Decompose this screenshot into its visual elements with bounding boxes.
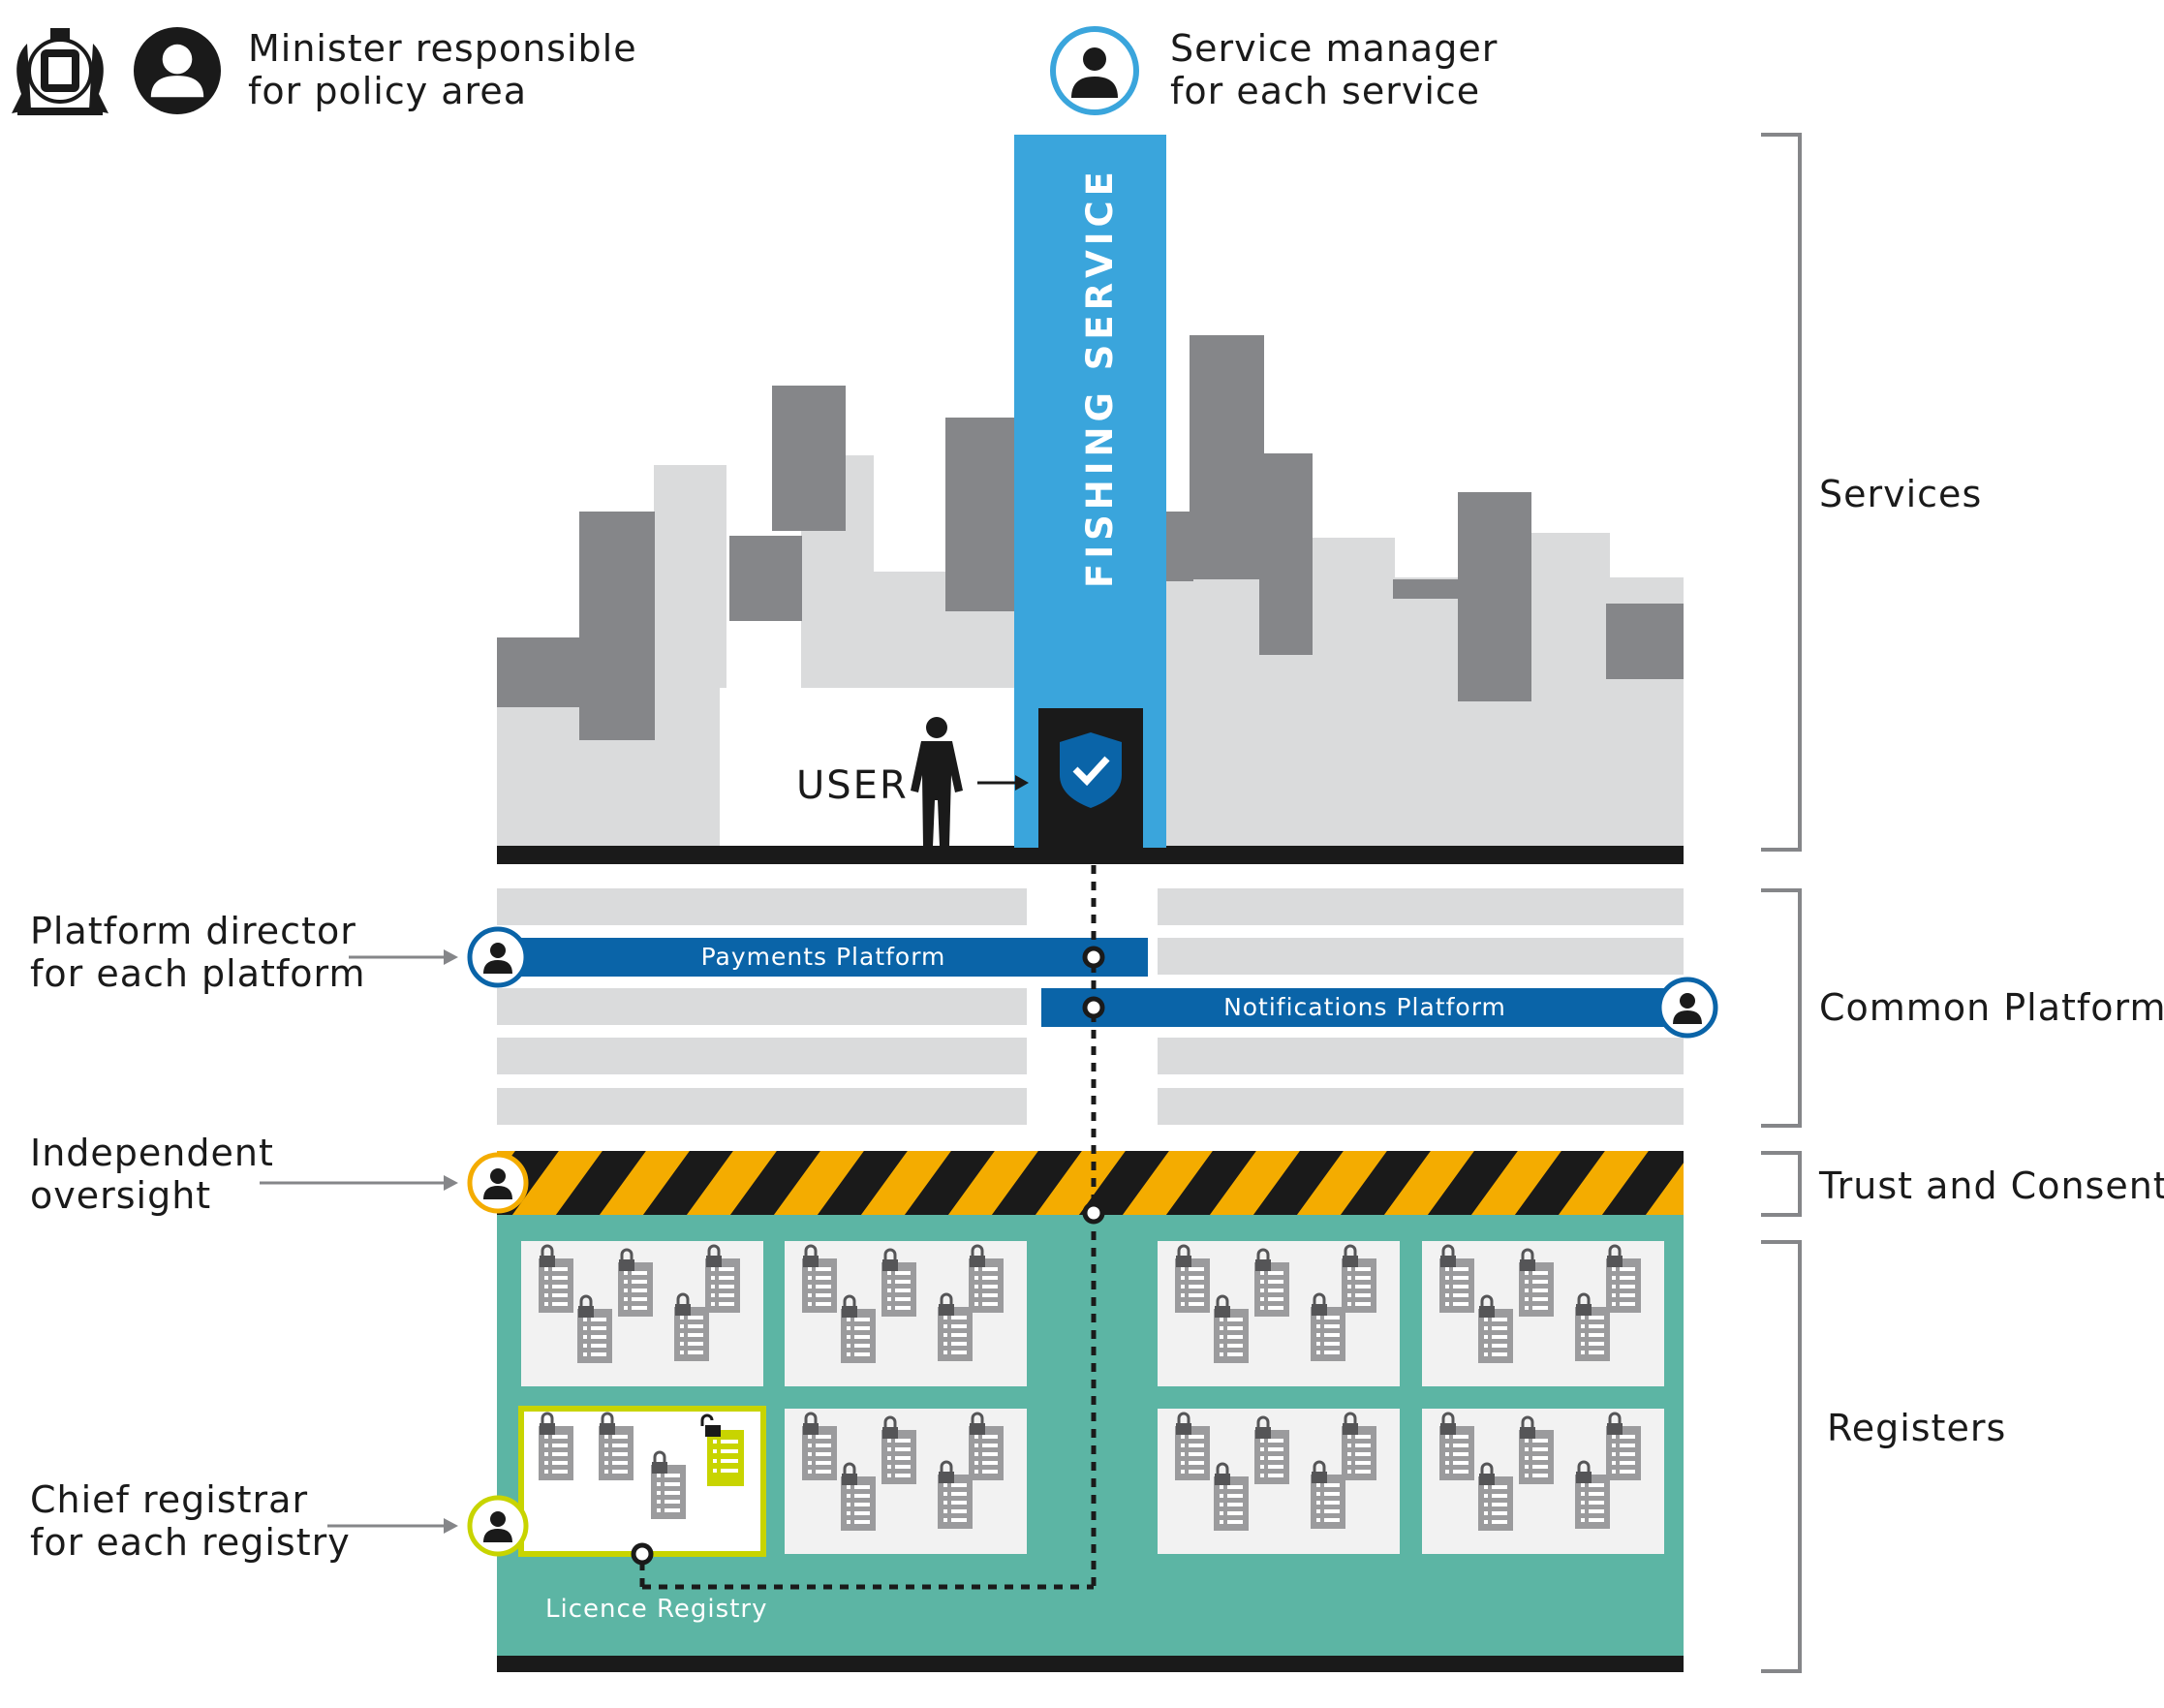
notifications-platform-bar bbox=[1041, 988, 1684, 1027]
fishing-service-text: FISHING SERVICE bbox=[1079, 166, 1122, 588]
oversight-label-line2: oversight bbox=[30, 1174, 212, 1217]
service-manager-label-line2: for each service bbox=[1170, 70, 1481, 112]
fishing-service-label: FISHING SERVICE bbox=[1024, 135, 1176, 619]
unlocked-padlock-icon bbox=[705, 1425, 721, 1437]
registrar-label: Chief registrar for each registry bbox=[30, 1478, 351, 1564]
platform-director-label-line2: for each platform bbox=[30, 952, 366, 995]
minister-label-line1: Minister responsible bbox=[248, 27, 637, 70]
payments-director-person-icon bbox=[467, 926, 529, 988]
oversight-label: Independent oversight bbox=[30, 1132, 274, 1217]
payments-platform-bar bbox=[497, 938, 1148, 977]
licence-registry-label: Licence Registry bbox=[545, 1595, 768, 1624]
minister-label-line2: for policy area bbox=[248, 70, 528, 112]
common-platforms-layer-label: Common Platforms bbox=[1819, 986, 2164, 1029]
platform-director-label-line1: Platform director bbox=[30, 910, 356, 952]
registrar-label-line2: for each registry bbox=[30, 1521, 351, 1564]
service-manager-person-icon bbox=[1050, 26, 1139, 115]
oversight-label-line1: Independent bbox=[30, 1132, 274, 1174]
service-manager-label: Service manager for each service bbox=[1170, 27, 1498, 112]
registers-base bbox=[497, 1656, 1684, 1672]
user-label: USER bbox=[796, 763, 909, 808]
trust-consent-bracket bbox=[1761, 1151, 1802, 1217]
registry-panel bbox=[785, 1241, 1027, 1386]
user-figure-icon bbox=[911, 717, 963, 847]
registry-panel bbox=[1158, 1409, 1400, 1554]
minister-person-icon bbox=[134, 27, 221, 114]
licence-registry-panel bbox=[518, 1406, 766, 1557]
registers-layer-label: Registers bbox=[1827, 1407, 2007, 1449]
platform-bars bbox=[497, 888, 1684, 1125]
data-flow-path bbox=[639, 865, 1097, 1590]
registry-panel bbox=[785, 1409, 1027, 1554]
services-bracket bbox=[1761, 133, 1802, 852]
registrar-person-icon bbox=[467, 1495, 529, 1557]
connection-node bbox=[1082, 946, 1105, 969]
registry-panel bbox=[1422, 1409, 1664, 1554]
user-arrow bbox=[977, 775, 1029, 791]
registrar-label-line1: Chief registrar bbox=[30, 1478, 309, 1521]
service-manager-label-line1: Service manager bbox=[1170, 27, 1499, 70]
shield-check-icon bbox=[1060, 732, 1122, 808]
payments-platform-label: Payments Platform bbox=[700, 943, 946, 971]
trust-consent-layer-label: Trust and Consent bbox=[1819, 1165, 2164, 1207]
notifications-platform-label: Notifications Platform bbox=[1223, 993, 1506, 1021]
minister-label: Minister responsible for policy area bbox=[248, 27, 637, 112]
registry-panel bbox=[1422, 1241, 1664, 1386]
notifications-director-person-icon bbox=[1656, 977, 1718, 1039]
oversight-person-icon bbox=[467, 1152, 529, 1214]
registers-bracket bbox=[1761, 1240, 1802, 1673]
common-platforms-bracket bbox=[1761, 888, 1802, 1128]
connection-node bbox=[631, 1542, 654, 1566]
crest-icon bbox=[12, 28, 108, 115]
connection-node bbox=[1082, 996, 1105, 1019]
platform-director-label: Platform director for each platform bbox=[30, 910, 366, 995]
registrar-arrow bbox=[327, 1518, 458, 1534]
registry-panel bbox=[1158, 1241, 1400, 1386]
registry-panel bbox=[521, 1241, 763, 1386]
platform-director-arrow bbox=[349, 949, 458, 965]
connection-node bbox=[1082, 1201, 1105, 1225]
skyline bbox=[497, 335, 1684, 864]
oversight-arrow bbox=[260, 1175, 458, 1191]
services-layer-label: Services bbox=[1819, 473, 1983, 515]
